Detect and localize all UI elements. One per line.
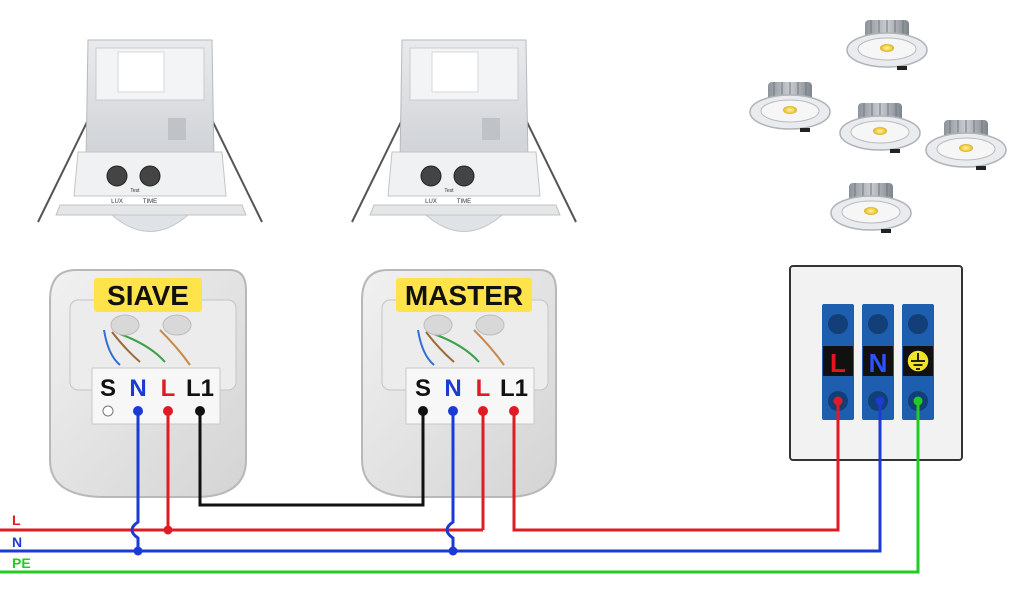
master-label-badge: MASTER bbox=[396, 278, 532, 312]
master-terminal-l1: L1 bbox=[500, 375, 528, 402]
slave-terminal-l1: L1 bbox=[186, 375, 214, 402]
slave-terminal-s: S bbox=[100, 375, 116, 402]
downlight bbox=[749, 81, 831, 133]
bus-label-n: N bbox=[12, 534, 22, 550]
neutral-n-wire bbox=[0, 401, 882, 553]
slave-housing bbox=[49, 269, 247, 498]
bus-label-l: L bbox=[12, 512, 21, 528]
test-label: Test bbox=[444, 188, 454, 194]
lux-dial-label: LUX bbox=[111, 199, 123, 205]
slave-label-background bbox=[94, 278, 202, 312]
lux-dial-label: LUX bbox=[425, 199, 437, 205]
black-switch-wire bbox=[198, 411, 425, 507]
slave-terminal-strip: S N L L1 bbox=[100, 375, 214, 417]
downlight bbox=[846, 19, 928, 71]
master-terminal-s: S bbox=[415, 375, 431, 402]
slave-terminal-l: L bbox=[161, 375, 176, 402]
earth-pe-wire bbox=[0, 401, 920, 574]
time-dial-label: TIME bbox=[457, 199, 471, 205]
junction-terminal-n: N bbox=[869, 348, 888, 378]
ground-icon bbox=[906, 349, 930, 373]
slave-terminal-n: N bbox=[129, 375, 146, 402]
junction-terminal-l: L bbox=[830, 348, 846, 378]
master-label-background bbox=[396, 278, 532, 312]
slave-label-badge: SIAVE bbox=[94, 278, 202, 312]
downlight bbox=[830, 182, 912, 234]
downlight bbox=[925, 119, 1007, 171]
master-sensor-head: LUX TIME Test bbox=[351, 39, 577, 232]
master-housing bbox=[361, 269, 557, 498]
slave-label: SIAVE bbox=[107, 280, 189, 311]
downlight bbox=[839, 102, 921, 154]
junction-box: L N bbox=[789, 265, 963, 461]
master-terminal-l: L bbox=[476, 375, 491, 402]
time-dial-label: TIME bbox=[143, 199, 157, 205]
master-label: MASTER bbox=[405, 280, 523, 311]
bus-label-pe: PE bbox=[12, 555, 31, 571]
downlights-group bbox=[749, 19, 1007, 234]
slave-sensor-head: LUX TIME Test bbox=[37, 39, 263, 232]
test-label: Test bbox=[130, 188, 140, 194]
line-l-wire bbox=[0, 401, 840, 532]
wire-junction-dots bbox=[133, 396, 923, 556]
master-terminal-n: N bbox=[444, 375, 461, 402]
